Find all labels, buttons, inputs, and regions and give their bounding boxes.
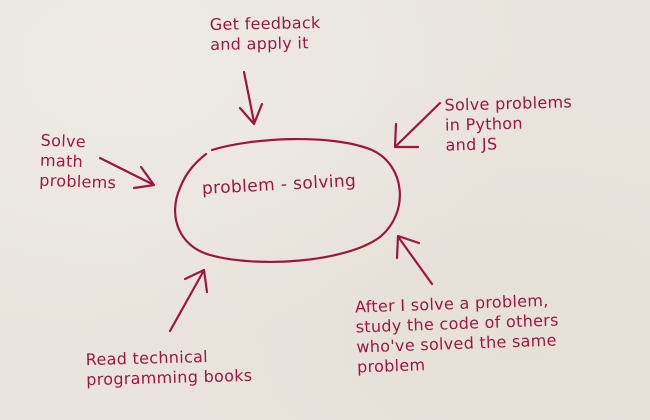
arrow-books (168, 268, 209, 333)
note-read-books: Read technical programming books (86, 346, 253, 390)
note-solve-math: Solve math problems (39, 131, 118, 194)
arrow-python (393, 101, 442, 149)
arrow-feedback (238, 70, 264, 126)
note-line: Solve (40, 130, 87, 152)
arrow-math (98, 156, 156, 190)
note-line: and JS (445, 134, 498, 155)
center-ellipse (174, 137, 401, 264)
note-line: math (39, 150, 84, 172)
note-solve-python-js: Solve problems in Python and JS (444, 92, 573, 155)
note-line: Get feedback (209, 13, 321, 34)
note-line: problems (39, 170, 117, 193)
note-line: and apply it (210, 33, 309, 54)
note-get-feedback: Get feedback and apply it (210, 13, 321, 55)
note-study-others-code: After I solve a problem, study the code … (355, 290, 561, 377)
note-line: Solve problems (444, 92, 573, 115)
arrow-after (395, 234, 434, 286)
